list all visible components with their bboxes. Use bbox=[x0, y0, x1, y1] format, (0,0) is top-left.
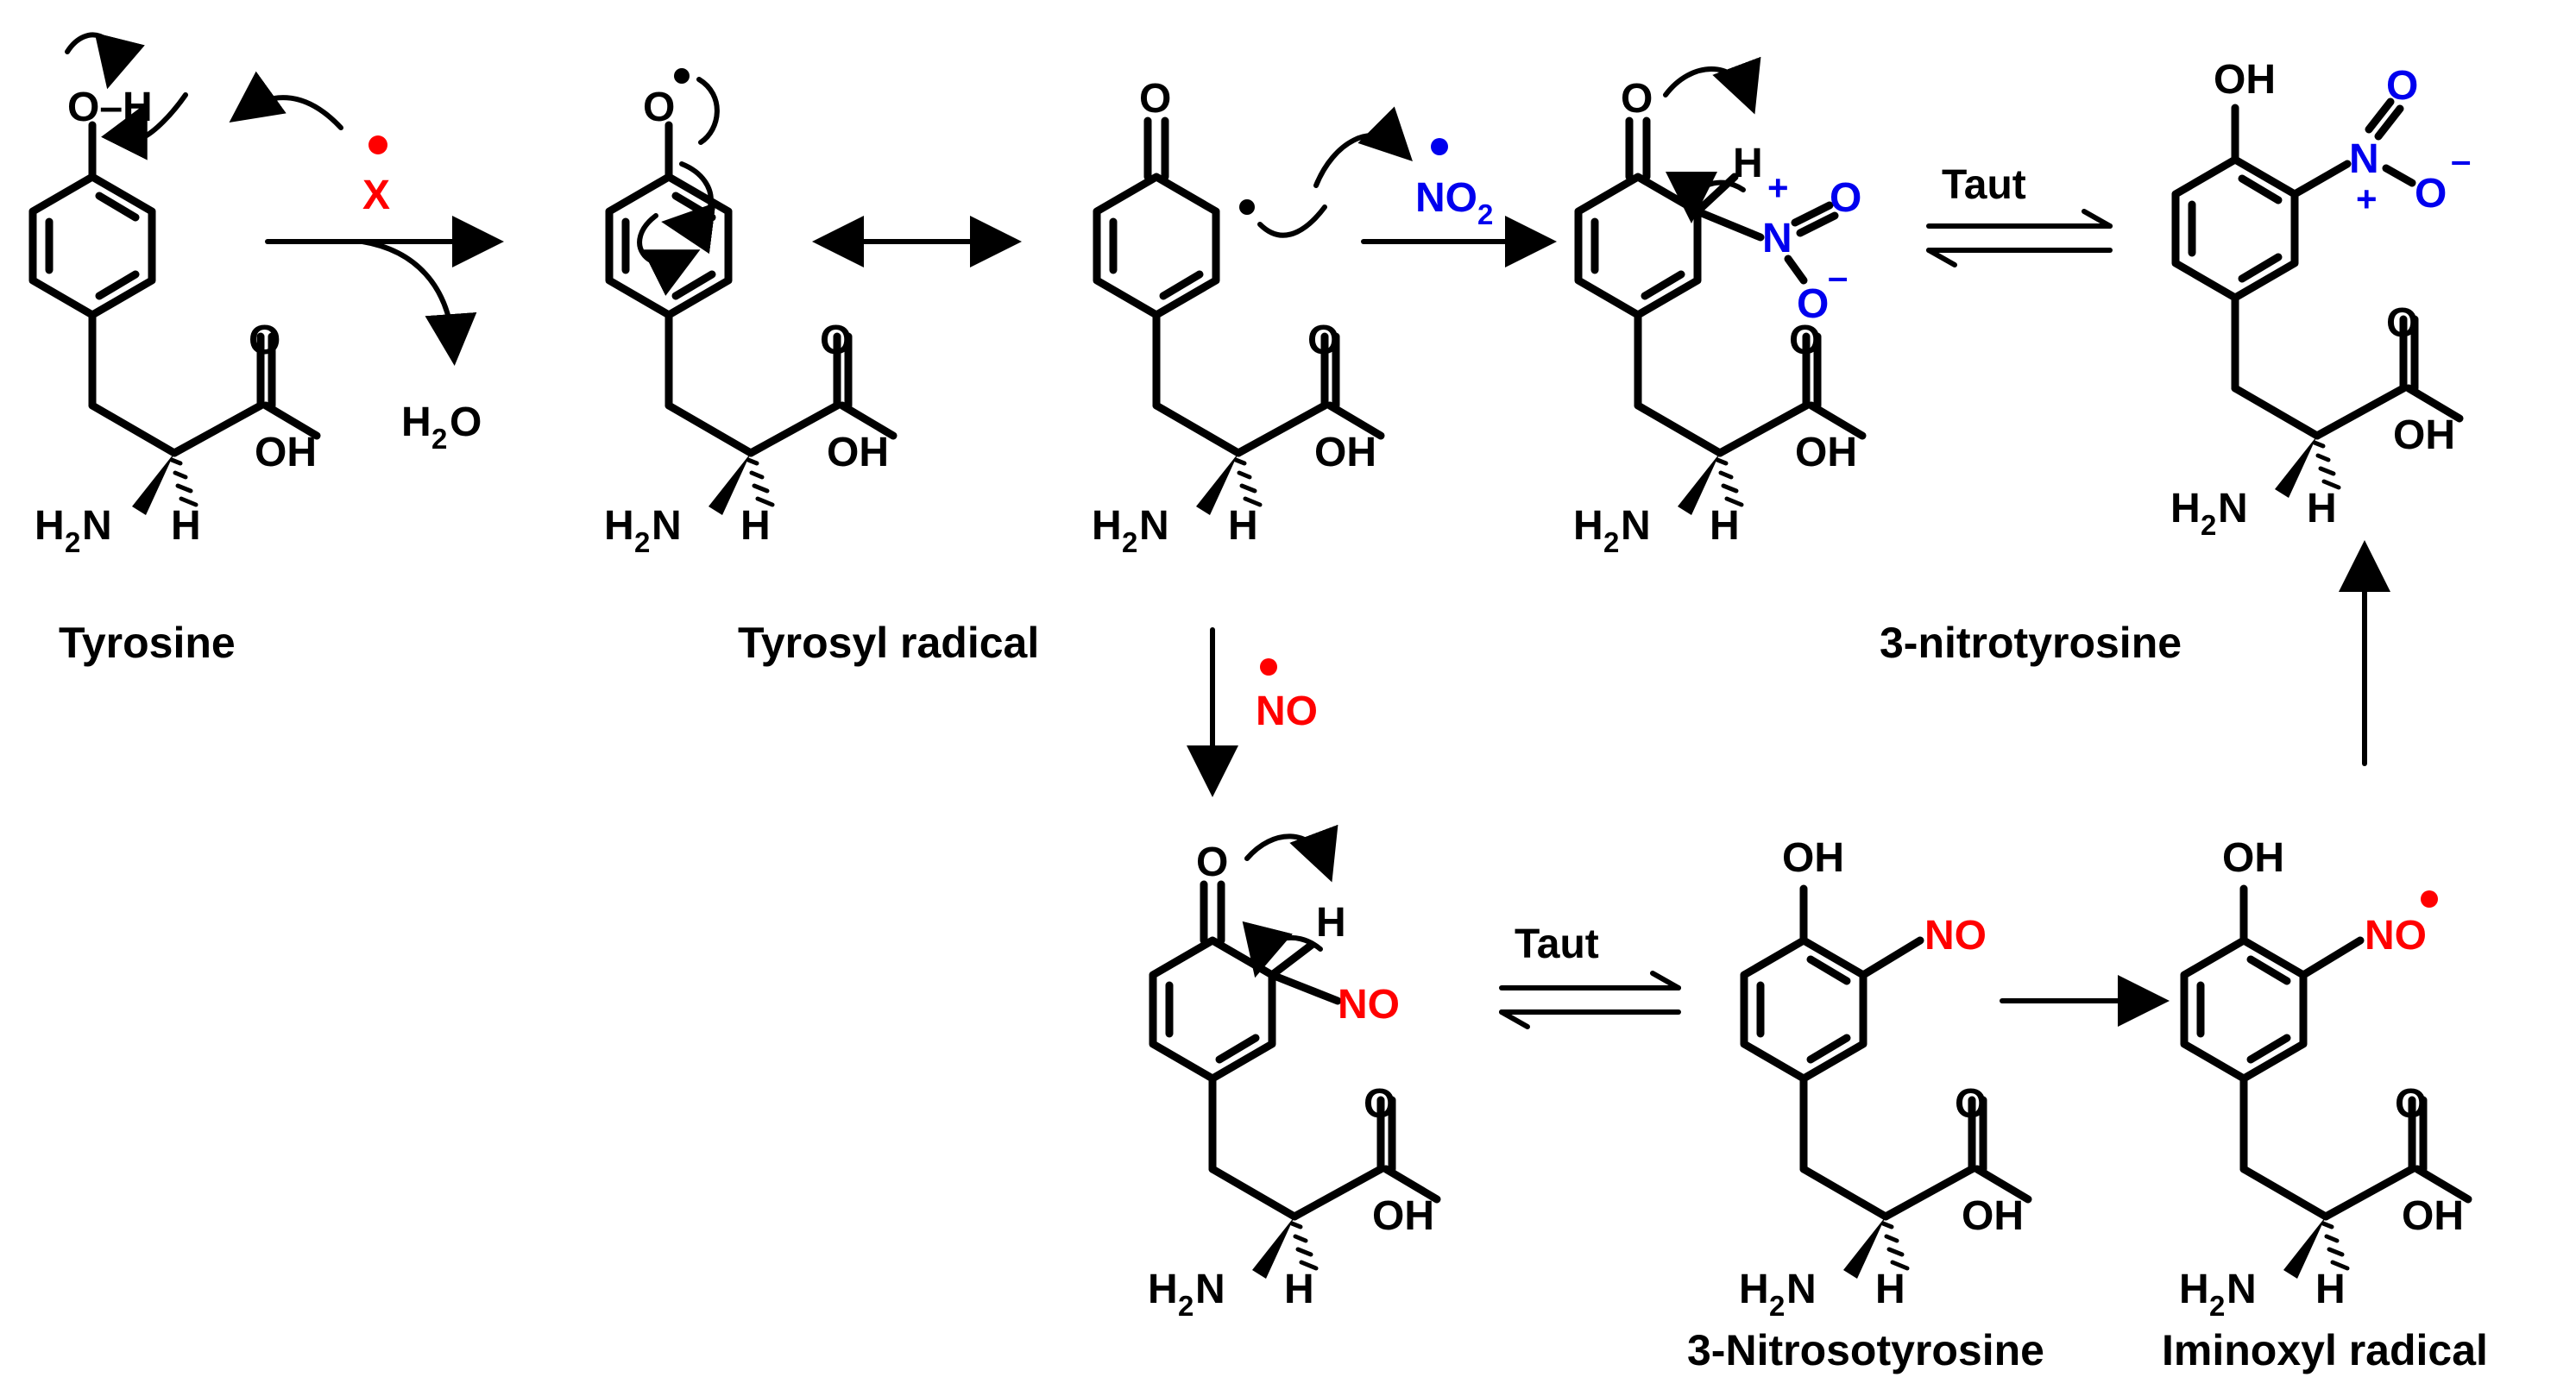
nitro-int-o: O bbox=[1621, 76, 1653, 122]
dienone-o: O bbox=[1139, 76, 1171, 122]
iminoxyl-h2n-subscript: 2 bbox=[2209, 1290, 2225, 1322]
nitroso-int-h2n-subscript: 2 bbox=[1178, 1290, 1194, 1322]
tyrosine-carbonyl-o: O bbox=[249, 318, 280, 363]
nitro-int-o-minus: – bbox=[1828, 256, 1848, 297]
nitro-int-h-of-h2n: H bbox=[1573, 503, 1603, 549]
nitroso-int-no: NO bbox=[1338, 982, 1400, 1028]
nitrotyrosine-o2: O bbox=[2415, 171, 2447, 217]
tyrosyl-n: N bbox=[652, 503, 682, 549]
nitroso-int-alpha-h: H bbox=[1284, 1267, 1314, 1312]
tyrosine-h2n-subscript: 2 bbox=[65, 526, 80, 558]
nitrosotyrosine-no: NO bbox=[1924, 913, 1987, 959]
nitrosotyrosine-cooh-oh: OH bbox=[1962, 1193, 2024, 1239]
iminoxyl-carbonyl-o: O bbox=[2395, 1081, 2427, 1127]
nitrotyrosine-n: N bbox=[2349, 136, 2379, 182]
tyrosyl-carbonyl-o: O bbox=[820, 318, 852, 363]
nitroso-int-h: H bbox=[1316, 900, 1346, 946]
iminoxyl-n-amine: N bbox=[2226, 1267, 2257, 1312]
no-addition-arrow: NO bbox=[1187, 627, 1318, 797]
nitrotyrosine-o1: O bbox=[2386, 63, 2418, 109]
no2-reagent-no: NO bbox=[1415, 175, 1477, 221]
dienone-n: N bbox=[1139, 503, 1169, 549]
tyrosyl-alpha-h: H bbox=[740, 503, 771, 549]
tyrosyl-cooh-oh: OH bbox=[827, 430, 889, 475]
tautomerization-bottom: Taut bbox=[1499, 921, 1681, 1029]
nitrosotyrosine-structure: OH NO OH O H 2 N H bbox=[1739, 835, 2028, 1322]
nitro-int-alpha-h: H bbox=[1710, 503, 1740, 549]
carbon-radical-structure: O OH O H 2 N H bbox=[1092, 76, 1413, 558]
nitrotyrosine-oh: OH bbox=[2214, 57, 2276, 103]
tyrosyl-h-of-h2n: H bbox=[604, 503, 634, 549]
iminoxyl-oh: OH bbox=[2222, 835, 2284, 881]
dienone-cooh-oh: OH bbox=[1314, 430, 1376, 475]
iminoxyl-structure: OH NO OH O H 2 N H bbox=[2179, 835, 2468, 1322]
dienone-alpha-h: H bbox=[1228, 503, 1258, 549]
no-reagent-label: NO bbox=[1256, 689, 1318, 734]
tyrosyl-radical-structure: O OH O H 2 N H bbox=[604, 68, 893, 558]
iminoxyl-caption: Iminoxyl radical bbox=[2162, 1326, 2488, 1374]
water-h: H bbox=[401, 399, 431, 445]
tyrosyl-caption: Tyrosyl radical bbox=[738, 619, 1039, 667]
radical-x-arrow: X H 2 O bbox=[229, 71, 504, 455]
iminoxyl-no: NO bbox=[2365, 913, 2427, 959]
no2-addition-arrow: NO 2 bbox=[1361, 138, 1557, 267]
nitrosotyrosine-alpha-h: H bbox=[1875, 1267, 1905, 1312]
iminoxyl-cooh-oh: OH bbox=[2402, 1193, 2464, 1239]
nitro-int-n: N bbox=[1762, 216, 1792, 261]
nitro-int-n-amine: N bbox=[1621, 503, 1651, 549]
nitrosotyrosine-n-amine: N bbox=[1786, 1267, 1817, 1312]
tyrosyl-h2n-subscript: 2 bbox=[634, 526, 650, 558]
tautomerization-top: Taut bbox=[1926, 162, 2113, 267]
dienone-h-of-h2n: H bbox=[1092, 503, 1122, 549]
tyrosine-cooh-oh: OH bbox=[255, 430, 317, 475]
nitrotyrosine-caption: 3-nitrotyrosine bbox=[1880, 619, 2182, 667]
nitroso-int-n-amine: N bbox=[1195, 1267, 1225, 1312]
nitrosotyrosine-h2n-subscript: 2 bbox=[1769, 1290, 1785, 1322]
water-subscript: 2 bbox=[431, 423, 447, 455]
nitro-int-o2: O bbox=[1797, 281, 1829, 327]
water-o: O bbox=[450, 399, 482, 445]
nitrotyrosine-h-of-h2n: H bbox=[2170, 486, 2201, 531]
nitrotyrosine-alpha-h: H bbox=[2307, 486, 2337, 531]
nitrotyrosine-cooh-oh: OH bbox=[2393, 412, 2455, 458]
nitrotyrosine-h2n-subscript: 2 bbox=[2201, 509, 2216, 541]
nitrosotyrosine-oh: OH bbox=[1782, 835, 1844, 881]
tyrosine-caption: Tyrosine bbox=[59, 619, 236, 667]
nitrotyrosine-carbonyl-o: O bbox=[2386, 300, 2418, 346]
nitrotyrosine-n-plus: + bbox=[2356, 179, 2378, 219]
nitro-int-cooh-oh: OH bbox=[1795, 430, 1857, 475]
phenoxyl-o: O bbox=[643, 85, 675, 130]
taut-bottom-label: Taut bbox=[1515, 921, 1599, 967]
nitrosotyrosine-caption: 3-Nitrosotyrosine bbox=[1687, 1326, 2044, 1374]
nitro-int-o1: O bbox=[1830, 175, 1861, 221]
iminoxyl-h-of-h2n: H bbox=[2179, 1267, 2209, 1312]
tyrosine-h-of-h2n: H bbox=[35, 503, 65, 549]
nitroso-intermediate-structure: O H NO OH O H 2 N H bbox=[1148, 824, 1437, 1322]
nitro-int-carbonyl-o: O bbox=[1789, 318, 1821, 363]
dienone-carbonyl-o: O bbox=[1307, 318, 1339, 363]
nitrosotyrosine-carbonyl-o: O bbox=[1955, 1081, 1987, 1127]
nitrotyrosine-structure: OH N + O O – OH O H 2 N H bbox=[2170, 57, 2471, 541]
tyrosine-structure: O–H OH O H 2 N H bbox=[33, 32, 317, 558]
nitro-intermediate-structure: O H N + O O – OH O H 2 N H bbox=[1573, 56, 1862, 558]
nitrosotyrosine-h-of-h2n: H bbox=[1739, 1267, 1769, 1312]
nitroso-int-h-of-h2n: H bbox=[1148, 1267, 1178, 1312]
nitroso-int-o: O bbox=[1196, 839, 1228, 885]
no2-reagent-subscript: 2 bbox=[1477, 198, 1493, 230]
taut-top-label: Taut bbox=[1942, 162, 2026, 208]
nitrotyrosine-o-minus: – bbox=[2451, 140, 2471, 180]
radical-x-label: X bbox=[362, 173, 390, 218]
iminoxyl-alpha-h: H bbox=[2315, 1267, 2346, 1312]
nitro-int-h2n-subscript: 2 bbox=[1603, 526, 1619, 558]
nitro-int-n-plus: + bbox=[1767, 167, 1789, 208]
nitro-int-h: H bbox=[1733, 141, 1763, 186]
nitrotyrosine-n-amine: N bbox=[2218, 486, 2248, 531]
tyrosine-alpha-h: H bbox=[171, 503, 201, 549]
tyrosine-n: N bbox=[82, 503, 112, 549]
nitroso-int-carbonyl-o: O bbox=[1364, 1081, 1395, 1127]
dienone-h2n-subscript: 2 bbox=[1122, 526, 1137, 558]
tyrosine-oh-label: O–H bbox=[67, 85, 153, 130]
nitroso-int-cooh-oh: OH bbox=[1372, 1193, 1434, 1239]
